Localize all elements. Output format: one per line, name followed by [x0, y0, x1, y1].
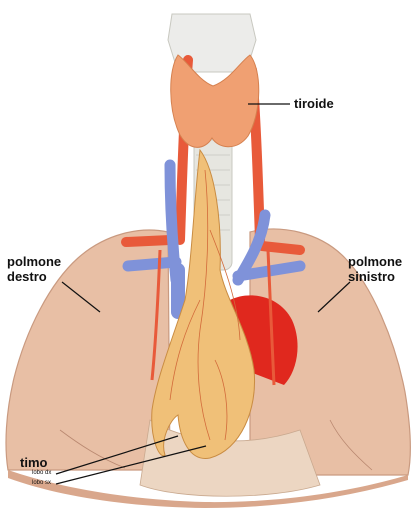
label-lobo-dx: lobo dx: [32, 470, 51, 477]
label-polmone-destro-line1: polmone: [7, 254, 61, 269]
polmone-destro-leader-line: [62, 282, 100, 312]
label-timo: timo: [20, 455, 47, 470]
label-polmone-sinistro-line2: sinistro: [348, 269, 395, 284]
label-polmone-sinistro-line1: polmone: [348, 254, 402, 269]
polmone-sinistro-leader-line: [318, 282, 350, 312]
label-lobo-sx: lobo sx: [32, 480, 51, 487]
lobo-sx-leader-line: [56, 446, 206, 484]
label-tiroide: tiroide: [294, 96, 334, 111]
label-polmone-destro-line2: destro: [7, 269, 47, 284]
